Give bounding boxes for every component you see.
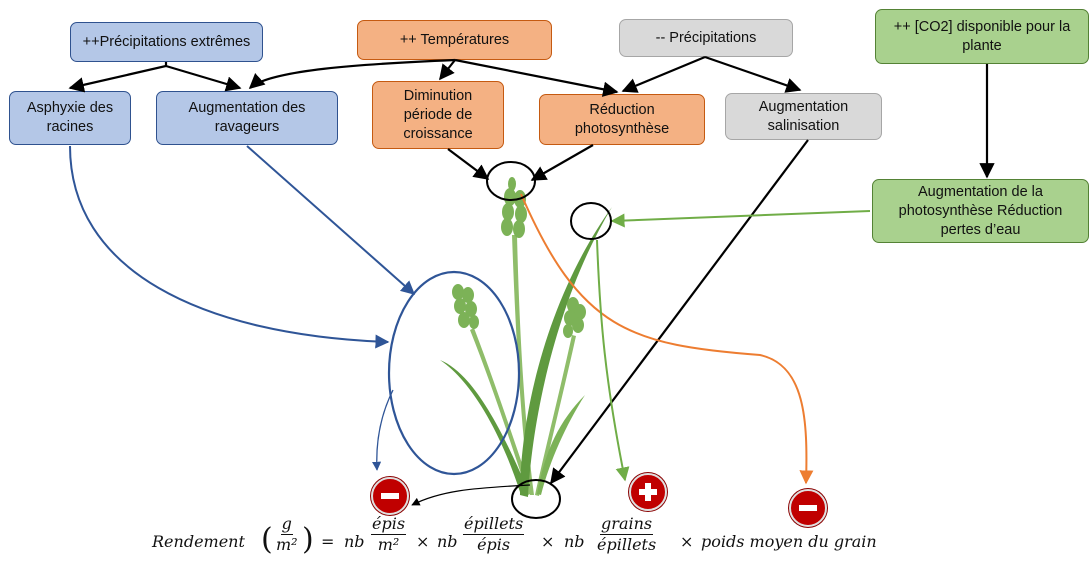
circle-ear [486, 161, 536, 201]
plus-sign [629, 473, 667, 511]
minus-icon [381, 493, 399, 499]
box-augmentation-photosynthese: Augmentation de la photosynthèse Réducti… [872, 179, 1089, 243]
fraction-denominator: épillets [597, 535, 657, 554]
formula-unit-fraction: g m² [276, 514, 298, 555]
unit-numerator: g [280, 514, 293, 535]
black-arrows [68, 55, 995, 506]
formula-nb-3: nb [564, 532, 585, 551]
box-label: Augmentation de la photosynthèse Réducti… [898, 183, 1063, 238]
formula-paren-open: ( [261, 522, 273, 557]
box-label: ++Précipitations extrêmes [82, 33, 251, 50]
box-label: Diminution période de croissance [403, 87, 473, 142]
box-ravageurs: Augmentation des ravageurs [156, 91, 338, 145]
box-diminution: Diminution période de croissance [372, 81, 504, 149]
green-arrows [596, 210, 871, 482]
formula-paren-close: ) [302, 522, 314, 557]
minus-sign-right [789, 489, 827, 527]
formula-rendement: Rendement [152, 532, 245, 551]
fraction-numerator: grains [600, 514, 654, 535]
formula-times-1: × [416, 532, 430, 551]
box-co2: ++ [CO2] disponible pour la plante [875, 9, 1089, 64]
box-label: Augmentation des ravageurs [188, 100, 306, 135]
formula-fraction-grains: grains épillets [597, 514, 656, 555]
box-label: Augmentation salinisation [758, 98, 849, 134]
formula-times-2: × [541, 532, 555, 551]
wheat-ear-top [501, 177, 527, 238]
unit-denominator: m² [276, 535, 298, 554]
box-label: Réduction photosynthèse [574, 101, 670, 137]
box-label: ++ Températures [399, 31, 510, 48]
fraction-numerator: épillets [463, 514, 525, 535]
blue-arrows [69, 145, 416, 471]
box-precipitations-extremes: ++Précipitations extrêmes [70, 22, 263, 62]
box-salinisation: Augmentation salinisation [725, 93, 882, 140]
formula-equals: = [321, 532, 335, 551]
box-reduction-photosynthese: Réduction photosynthèse [539, 94, 705, 145]
plus-icon [639, 483, 657, 501]
circle-base [511, 479, 561, 519]
circle-tillers [387, 270, 521, 476]
formula-fraction-epillets: épillets épis [463, 514, 525, 555]
wheat-ear-right [563, 297, 586, 338]
circle-leaf [570, 202, 612, 240]
minus-icon [799, 505, 817, 511]
formula-poids-moyen: poids moyen du grain [701, 532, 877, 551]
formula-nb-2: nb [437, 532, 458, 551]
box-moins-precipitations: -- Précipitations [619, 19, 793, 57]
box-label: ++ [CO2] disponible pour la plante [893, 18, 1071, 54]
fraction-denominator: m² [377, 535, 400, 554]
orange-arrow [520, 193, 814, 485]
formula-fraction-epis: épis m² [371, 514, 407, 555]
box-label: -- Précipitations [655, 29, 757, 46]
fraction-denominator: épis [477, 535, 511, 554]
minus-sign-left [371, 477, 409, 515]
wheat-ear-left [452, 284, 479, 329]
wheat-plant-illustration [440, 177, 612, 497]
formula-times-3: × [680, 532, 694, 551]
highlight-circles [387, 161, 612, 519]
fraction-numerator: épis [371, 514, 407, 535]
box-label: Asphyxie des racines [26, 100, 114, 135]
formula-nb-1: nb [344, 532, 365, 551]
